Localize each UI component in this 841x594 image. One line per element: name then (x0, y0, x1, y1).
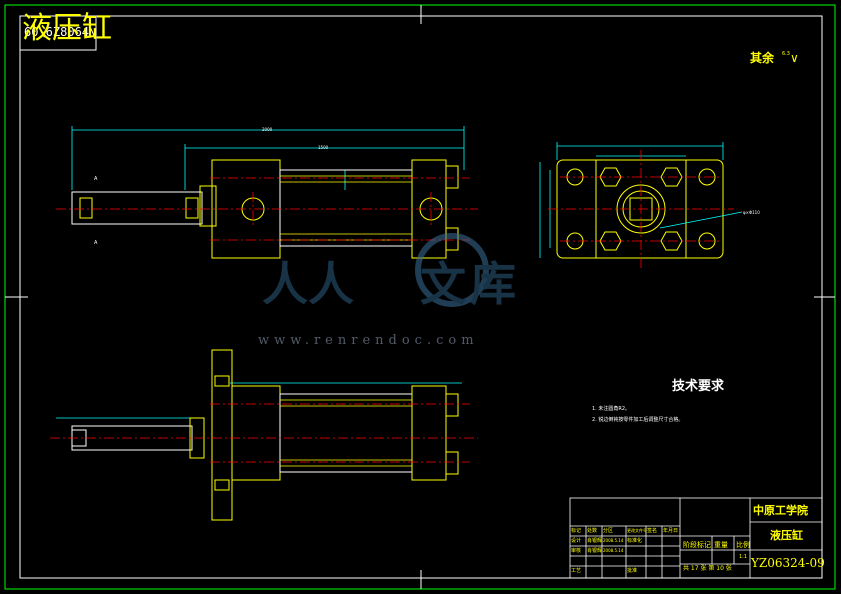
tb-row-label: 分区 (603, 528, 614, 534)
title-block-frame (569, 497, 823, 579)
tb-row-label: 签名 (647, 528, 658, 534)
roughness-value: 6.3 (782, 51, 790, 57)
code-box (19, 15, 97, 51)
drawing-code-top: 60\6Z8064\ (24, 25, 97, 39)
title-block-ratio-label: 比例 (736, 541, 750, 549)
tb-row-label: 更改文件号 (627, 528, 647, 533)
centering-marks (5, 5, 835, 589)
title-block-weight-label: 重量 (714, 541, 728, 549)
tb-role-name: 肖银辉 (587, 548, 603, 554)
title-block-stage-label: 阶段标记 (683, 541, 711, 549)
roughness-note: 其余 (750, 51, 775, 65)
svg-text:库: 库 (470, 257, 516, 311)
tb-role: 审核 (571, 548, 582, 554)
top-view (50, 349, 478, 521)
svg-text:人人: 人人 (262, 257, 354, 311)
tb-row-label: 年月日 (663, 528, 679, 534)
title-block-sheets: 共 17 张 第 10 张 (683, 565, 732, 572)
tb-row-label: 标记 (571, 528, 582, 534)
svg-text:φ×Φ110: φ×Φ110 (743, 210, 760, 215)
svg-text:2000: 2000 (262, 127, 273, 132)
title-block-scale: 1:1 (739, 554, 748, 560)
tech-note-1: 1. 未注圆角R2。 (592, 406, 631, 412)
tb-role: 工艺 (571, 568, 582, 574)
title-block-part-name: 液压缸 (770, 529, 803, 542)
tb-extra: 批准 (627, 568, 638, 574)
title-block-drawing-number: YZ06324-09 (751, 556, 825, 570)
svg-text:A: A (94, 176, 98, 182)
tb-row-label: 处数 (587, 528, 598, 534)
tb-date: 2008.5.14 (603, 538, 624, 543)
drawing-title: 液压缸 (22, 11, 112, 46)
roughness-check-icon: ∨ (789, 51, 799, 65)
svg-text:文: 文 (420, 257, 466, 311)
tech-requirements-title: 技术要求 (672, 379, 725, 394)
tech-note-2: 2. 锐边倒钝按零件加工后调整尺寸合格。 (592, 417, 684, 423)
watermark-logo: 人人 库 文 (262, 233, 516, 311)
tb-role: 设计 (571, 538, 582, 544)
tb-date: 2008.5.14 (603, 548, 624, 553)
svg-text:1500: 1500 (318, 145, 329, 150)
front-view: 2000 1500 A (56, 126, 478, 259)
svg-text:A: A (94, 240, 98, 246)
tb-extra: 标准化 (627, 538, 643, 544)
tb-role-name: 肖银辉 (587, 538, 603, 544)
roughness-symbol: 6.3∨ (782, 51, 799, 65)
watermark-site: www.renrendoc.com (258, 333, 479, 348)
side-view: φ×Φ110 (539, 142, 760, 268)
title-block-school: 中原工学院 (753, 504, 808, 517)
